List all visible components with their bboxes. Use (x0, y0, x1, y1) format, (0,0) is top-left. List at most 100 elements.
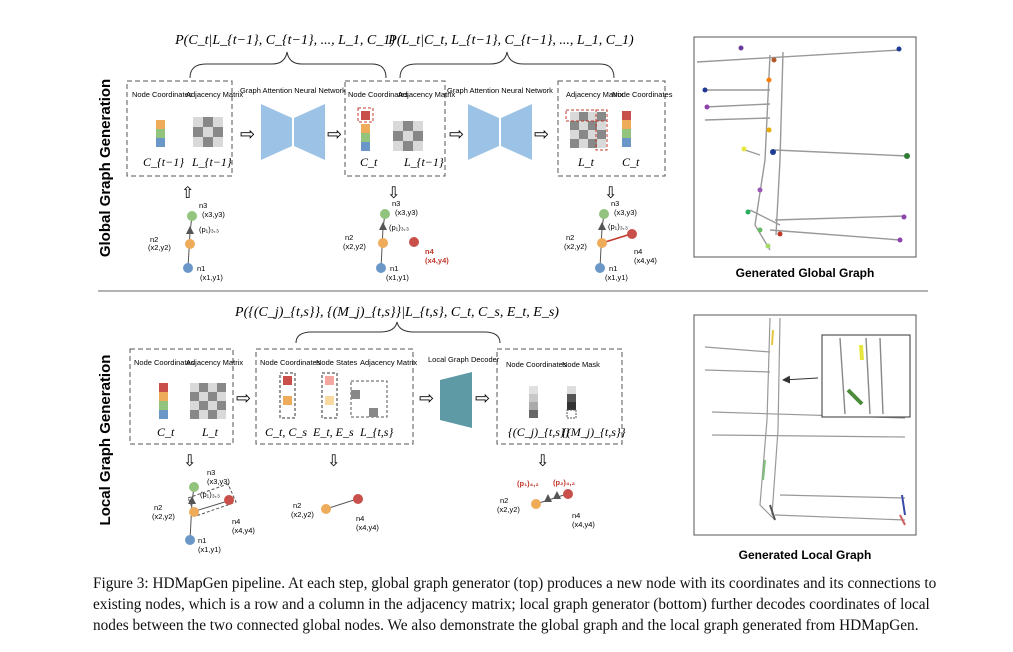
svg-text:n2: n2 (566, 233, 574, 242)
down-arrow-g2: ⇩ (387, 185, 400, 202)
generated-global-graph-panel: Generated Global Graph (693, 36, 917, 280)
svg-text:(x1,y1): (x1,y1) (198, 545, 221, 554)
down-arrow-g1: ⇧ (181, 185, 194, 202)
svg-text:(x4,y4): (x4,y4) (572, 520, 595, 529)
svg-text:n3: n3 (199, 201, 207, 210)
box2-sym-l: L_{t−1} (403, 155, 444, 169)
svg-text:n1: n1 (390, 264, 398, 273)
adjacency-matrix-3 (565, 109, 608, 151)
box1-left-header: Node Coordinates (132, 90, 193, 99)
svg-text:{(M_j)_{t,s}}: {(M_j)_{t,s}} (562, 425, 626, 439)
hdmapgen-figure: Global Graph Generation Local Graph Gene… (97, 33, 928, 562)
adjacency-matrix-2 (393, 121, 423, 151)
svg-text:(x3,y3): (x3,y3) (614, 208, 637, 217)
arrow-3: ⇨ (449, 124, 464, 144)
arrow-4: ⇨ (534, 124, 549, 144)
svg-text:Node Coordinates: Node Coordinates (506, 360, 567, 369)
box1-right-header: Adjacency Matrix (186, 90, 243, 99)
global-prob-1: P(C_t|L_{t−1}, C_{t−1}, ..., L_1, C_1) (174, 33, 395, 48)
svg-text:(x2,y2): (x2,y2) (148, 243, 171, 252)
local-graph-3: (p₁)₄,₂ (p₂)₄,₂ n2(x2,y2) n4(x4,y4) (497, 478, 595, 529)
global-brace-1 (189, 51, 387, 79)
svg-text:(x1,y1): (x1,y1) (200, 273, 223, 282)
local-box-2: Node Coordinates Node States Adjacency M… (255, 348, 417, 445)
svg-text:C_t, C_s: C_t, C_s (265, 425, 307, 439)
arrow-l2: ⇨ (419, 388, 434, 408)
gat-network-2: Graph Attention Neural Network (447, 86, 553, 160)
box2-sym-c: C_t (360, 155, 378, 169)
gat-network-1: Graph Attention Neural Network (240, 86, 346, 160)
svg-text:Local Graph Decoder: Local Graph Decoder (428, 355, 500, 364)
svg-text:C_t: C_t (157, 425, 175, 439)
svg-text:Node Coordinates: Node Coordinates (260, 358, 321, 367)
local-box-3: Node Coordinates Node Mask {(C_j)_{t,s}}… (496, 348, 626, 445)
svg-text:n1: n1 (197, 264, 205, 273)
svg-text:Adjacency Matrix: Adjacency Matrix (186, 358, 243, 367)
svg-text:(p₁)₃,₃: (p₁)₃,₃ (200, 490, 220, 499)
svg-text:(p₁)₃,₃: (p₁)₃,₃ (608, 222, 628, 231)
box1-sym-l: L_{t−1} (191, 155, 232, 169)
svg-text:n1: n1 (609, 264, 617, 273)
svg-text:{(C_j)_{t,s}}: {(C_j)_{t,s}} (508, 425, 570, 439)
svg-text:Node Coordinates: Node Coordinates (134, 358, 195, 367)
svg-text:(x4,y4): (x4,y4) (356, 523, 379, 532)
svg-text:n4: n4 (232, 517, 240, 526)
svg-text:Node States: Node States (316, 358, 358, 367)
box3-left-header: Adjacency Matrix (566, 90, 623, 99)
svg-text:(x2,y2): (x2,y2) (497, 505, 520, 514)
caption-line-1: Figure 3: HDMapGen pipeline. At each ste… (93, 575, 937, 592)
global-graph-1: n3(x3,y3) (p₁)₃,₃ n2(x2,y2) n1(x1,y1) (148, 201, 225, 282)
svg-text:n2: n2 (154, 503, 162, 512)
down-arrow-g3: ⇩ (604, 185, 617, 202)
zoom-inset (782, 334, 911, 418)
svg-text:n4: n4 (356, 514, 364, 523)
box1-sym-c: C_{t−1} (143, 155, 184, 169)
svg-text:Generated Local Graph: Generated Local Graph (739, 548, 872, 562)
arrow-l3: ⇨ (475, 388, 490, 408)
svg-text:L_t: L_t (201, 425, 219, 439)
svg-text:n1: n1 (198, 536, 206, 545)
caption-line-3: nodes between the two connected global n… (93, 617, 919, 634)
global-prob-2: P(L_t|C_t, L_{t−1}, C_{t−1}, ..., L_1, C… (387, 33, 634, 48)
svg-text:(x4,y4): (x4,y4) (634, 256, 657, 265)
svg-text:(x3,y3): (x3,y3) (395, 208, 418, 217)
svg-text:(p₁)₃,₃: (p₁)₃,₃ (199, 225, 219, 234)
svg-text:(p₁)₃,₃: (p₁)₃,₃ (389, 223, 409, 232)
svg-text:(x2,y2): (x2,y2) (291, 510, 314, 519)
box2-right-header: Adjacency Matrix (398, 90, 455, 99)
svg-text:(x2,y2): (x2,y2) (152, 512, 175, 521)
arrow-l1: ⇨ (236, 388, 251, 408)
svg-text:L_{t,s}: L_{t,s} (359, 425, 393, 439)
svg-text:E_t, E_s: E_t, E_s (312, 425, 354, 439)
down-arrow-l3: ⇩ (536, 453, 549, 470)
arrow-1: ⇨ (240, 124, 255, 144)
svg-text:n4: n4 (572, 511, 580, 520)
local-box-1: Node Coordinates Adjacency Matrix C_t L_… (129, 348, 243, 445)
svg-text:(x4,y4): (x4,y4) (425, 256, 449, 265)
svg-text:(x3,y3): (x3,y3) (202, 210, 225, 219)
global-brace-2 (399, 51, 615, 79)
svg-text:(x3,y3): (x3,y3) (207, 477, 230, 486)
local-graph-2: n2(x2,y2) n4(x4,y4) (291, 494, 379, 532)
figure-caption: Figure 3: HDMapGen pipeline. At each ste… (93, 573, 993, 636)
svg-text:Node Mask: Node Mask (562, 360, 600, 369)
svg-text:(x4,y4): (x4,y4) (232, 526, 255, 535)
svg-text:n4: n4 (634, 247, 642, 256)
svg-text:Graph Attention Neural Network: Graph Attention Neural Network (447, 86, 553, 95)
svg-text:(p₁)₄,₂: (p₁)₄,₂ (517, 479, 539, 488)
adjacency-matrix-1 (193, 117, 223, 147)
svg-text:Adjacency Matrix: Adjacency Matrix (360, 358, 417, 367)
caption-line-2: existing nodes, which is a row and a col… (93, 596, 930, 613)
global-box-2: Node Coordinates Adjacency Matrix C_t L_… (344, 80, 455, 177)
box3-sym-l: L_t (577, 155, 595, 169)
svg-text:n3: n3 (207, 468, 215, 477)
local-brace (295, 321, 501, 344)
svg-text:(p₂)₄,₂: (p₂)₄,₂ (553, 478, 575, 487)
svg-text:n2: n2 (293, 501, 301, 510)
down-arrow-l1: ⇩ (183, 453, 196, 470)
generated-local-graph-panel: Generated Local Graph (693, 314, 917, 562)
local-section-title: Local Graph Generation (97, 355, 114, 526)
svg-text:(x2,y2): (x2,y2) (564, 242, 587, 251)
arrow-2: ⇨ (327, 124, 342, 144)
svg-text:Graph Attention Neural Network: Graph Attention Neural Network (240, 86, 346, 95)
